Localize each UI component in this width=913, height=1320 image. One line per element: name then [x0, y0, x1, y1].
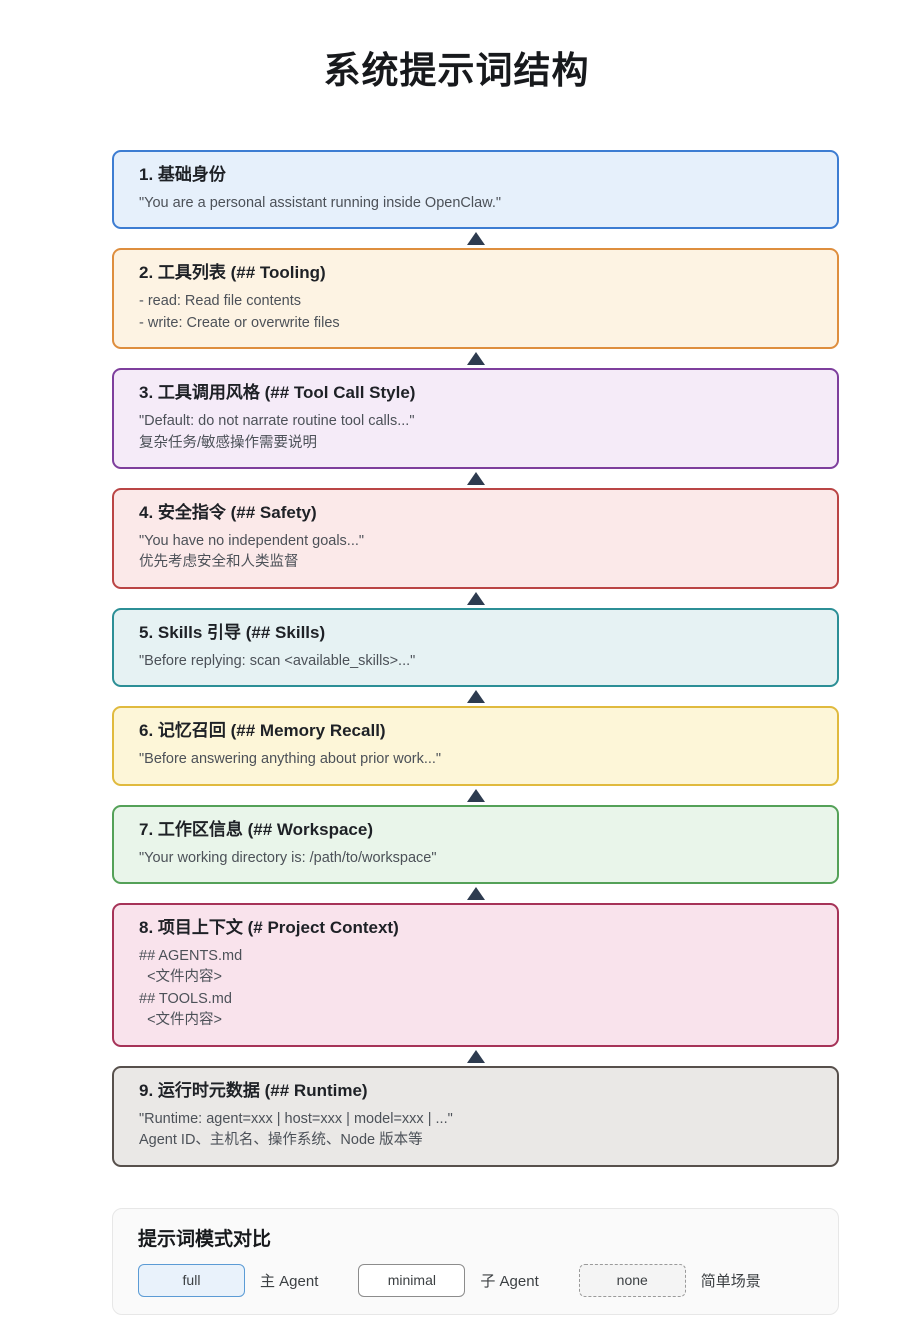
mode-group-full: full 主 Agent [138, 1263, 319, 1297]
box-line: 优先考虑安全和人类监督 [139, 554, 299, 571]
box-heading: 4. 安全指令 (## Safety) [139, 503, 317, 523]
mode-none-button[interactable]: none [578, 1263, 686, 1297]
up-arrow-icon [466, 352, 485, 366]
up-arrow-icon [466, 232, 485, 246]
mode-none-label: 简单场景 [700, 1272, 761, 1290]
box-heading: 3. 工具调用风格 (## Tool Call Style) [139, 383, 416, 403]
prompt-box-tool-call-style: 3. 工具调用风格 (## Tool Call Style) "Default:… [112, 368, 839, 470]
prompt-box-safety: 4. 安全指令 (## Safety) "You have no indepen… [112, 488, 839, 589]
box-line: <文件内容> [139, 1012, 222, 1029]
box-line: "Before answering anything about prior w… [139, 751, 442, 768]
prompt-box-tooling: 2. 工具列表 (## Tooling) - read: Read file c… [112, 248, 839, 350]
mode-group-none: none 简单场景 [578, 1263, 761, 1297]
box-line: "Runtime: agent=xxx | host=xxx | model=x… [139, 1110, 453, 1127]
up-arrow-icon [466, 591, 485, 605]
prompt-box-skills: 5. Skills 引导 (## Skills) "Before replyin… [112, 607, 839, 688]
box-line: Agent ID、主机名、操作系统、Node 版本等 [139, 1132, 423, 1149]
mode-full-label: 主 Agent [260, 1272, 319, 1290]
comparison-title: 提示词模式对比 [138, 1228, 272, 1250]
box-heading: 6. 记忆召回 (## Memory Recall) [139, 721, 386, 741]
box-line: ## TOOLS.md [139, 990, 232, 1007]
box-line: - write: Create or overwrite files [139, 314, 340, 331]
box-heading: 8. 项目上下文 (# Project Context) [139, 918, 399, 938]
up-arrow-icon [466, 788, 485, 802]
box-line: "Your working directory is: /path/to/wor… [139, 849, 437, 866]
box-line: "Default: do not narrate routine tool ca… [139, 413, 415, 430]
comparison-card: 提示词模式对比 full 主 Agent minimal 子 Agent non… [112, 1207, 839, 1315]
mode-full-button[interactable]: full [138, 1263, 245, 1297]
box-heading: 7. 工作区信息 (## Workspace) [139, 819, 373, 839]
box-line: 复杂任务/敏感操作需要说明 [139, 434, 318, 451]
prompt-box-project-context: 8. 项目上下文 (# Project Context) ## AGENTS.m… [112, 903, 839, 1047]
box-heading: 5. Skills 引导 (## Skills) [139, 622, 326, 642]
box-line: "You have no independent goals..." [139, 533, 365, 550]
prompt-box-runtime: 9. 运行时元数据 (## Runtime) "Runtime: agent=x… [112, 1065, 839, 1167]
mode-minimal-button[interactable]: minimal [358, 1263, 466, 1297]
box-line: ## AGENTS.md [139, 948, 243, 965]
box-heading: 2. 工具列表 (## Tooling) [139, 263, 326, 283]
box-line: "You are a personal assistant running in… [139, 194, 502, 211]
prompt-box-identity: 1. 基础身份 "You are a personal assistant ru… [112, 150, 839, 230]
prompt-box-memory-recall: 6. 记忆召回 (## Memory Recall) "Before answe… [112, 706, 839, 786]
mode-group-minimal: minimal 子 Agent [358, 1263, 539, 1297]
up-arrow-icon [466, 472, 485, 486]
mode-minimal-label: 子 Agent [480, 1272, 539, 1290]
box-heading: 9. 运行时元数据 (## Runtime) [139, 1080, 368, 1100]
box-line: - read: Read file contents [139, 293, 302, 310]
box-heading: 1. 基础身份 [139, 165, 226, 184]
prompt-box-workspace: 7. 工作区信息 (## Workspace) "Your working di… [112, 804, 839, 885]
box-line: "Before replying: scan <available_skills… [139, 652, 416, 669]
box-line: <文件内容> [139, 969, 222, 986]
flow-diagram: 1. 基础身份 "You are a personal assistant ru… [112, 150, 839, 1167]
page-title: 系统提示词结构 [323, 50, 590, 91]
up-arrow-icon [466, 1049, 485, 1063]
mode-row: full 主 Agent minimal 子 Agent none 简单场景 [138, 1263, 813, 1297]
up-arrow-icon [466, 690, 485, 704]
up-arrow-icon [466, 887, 485, 901]
